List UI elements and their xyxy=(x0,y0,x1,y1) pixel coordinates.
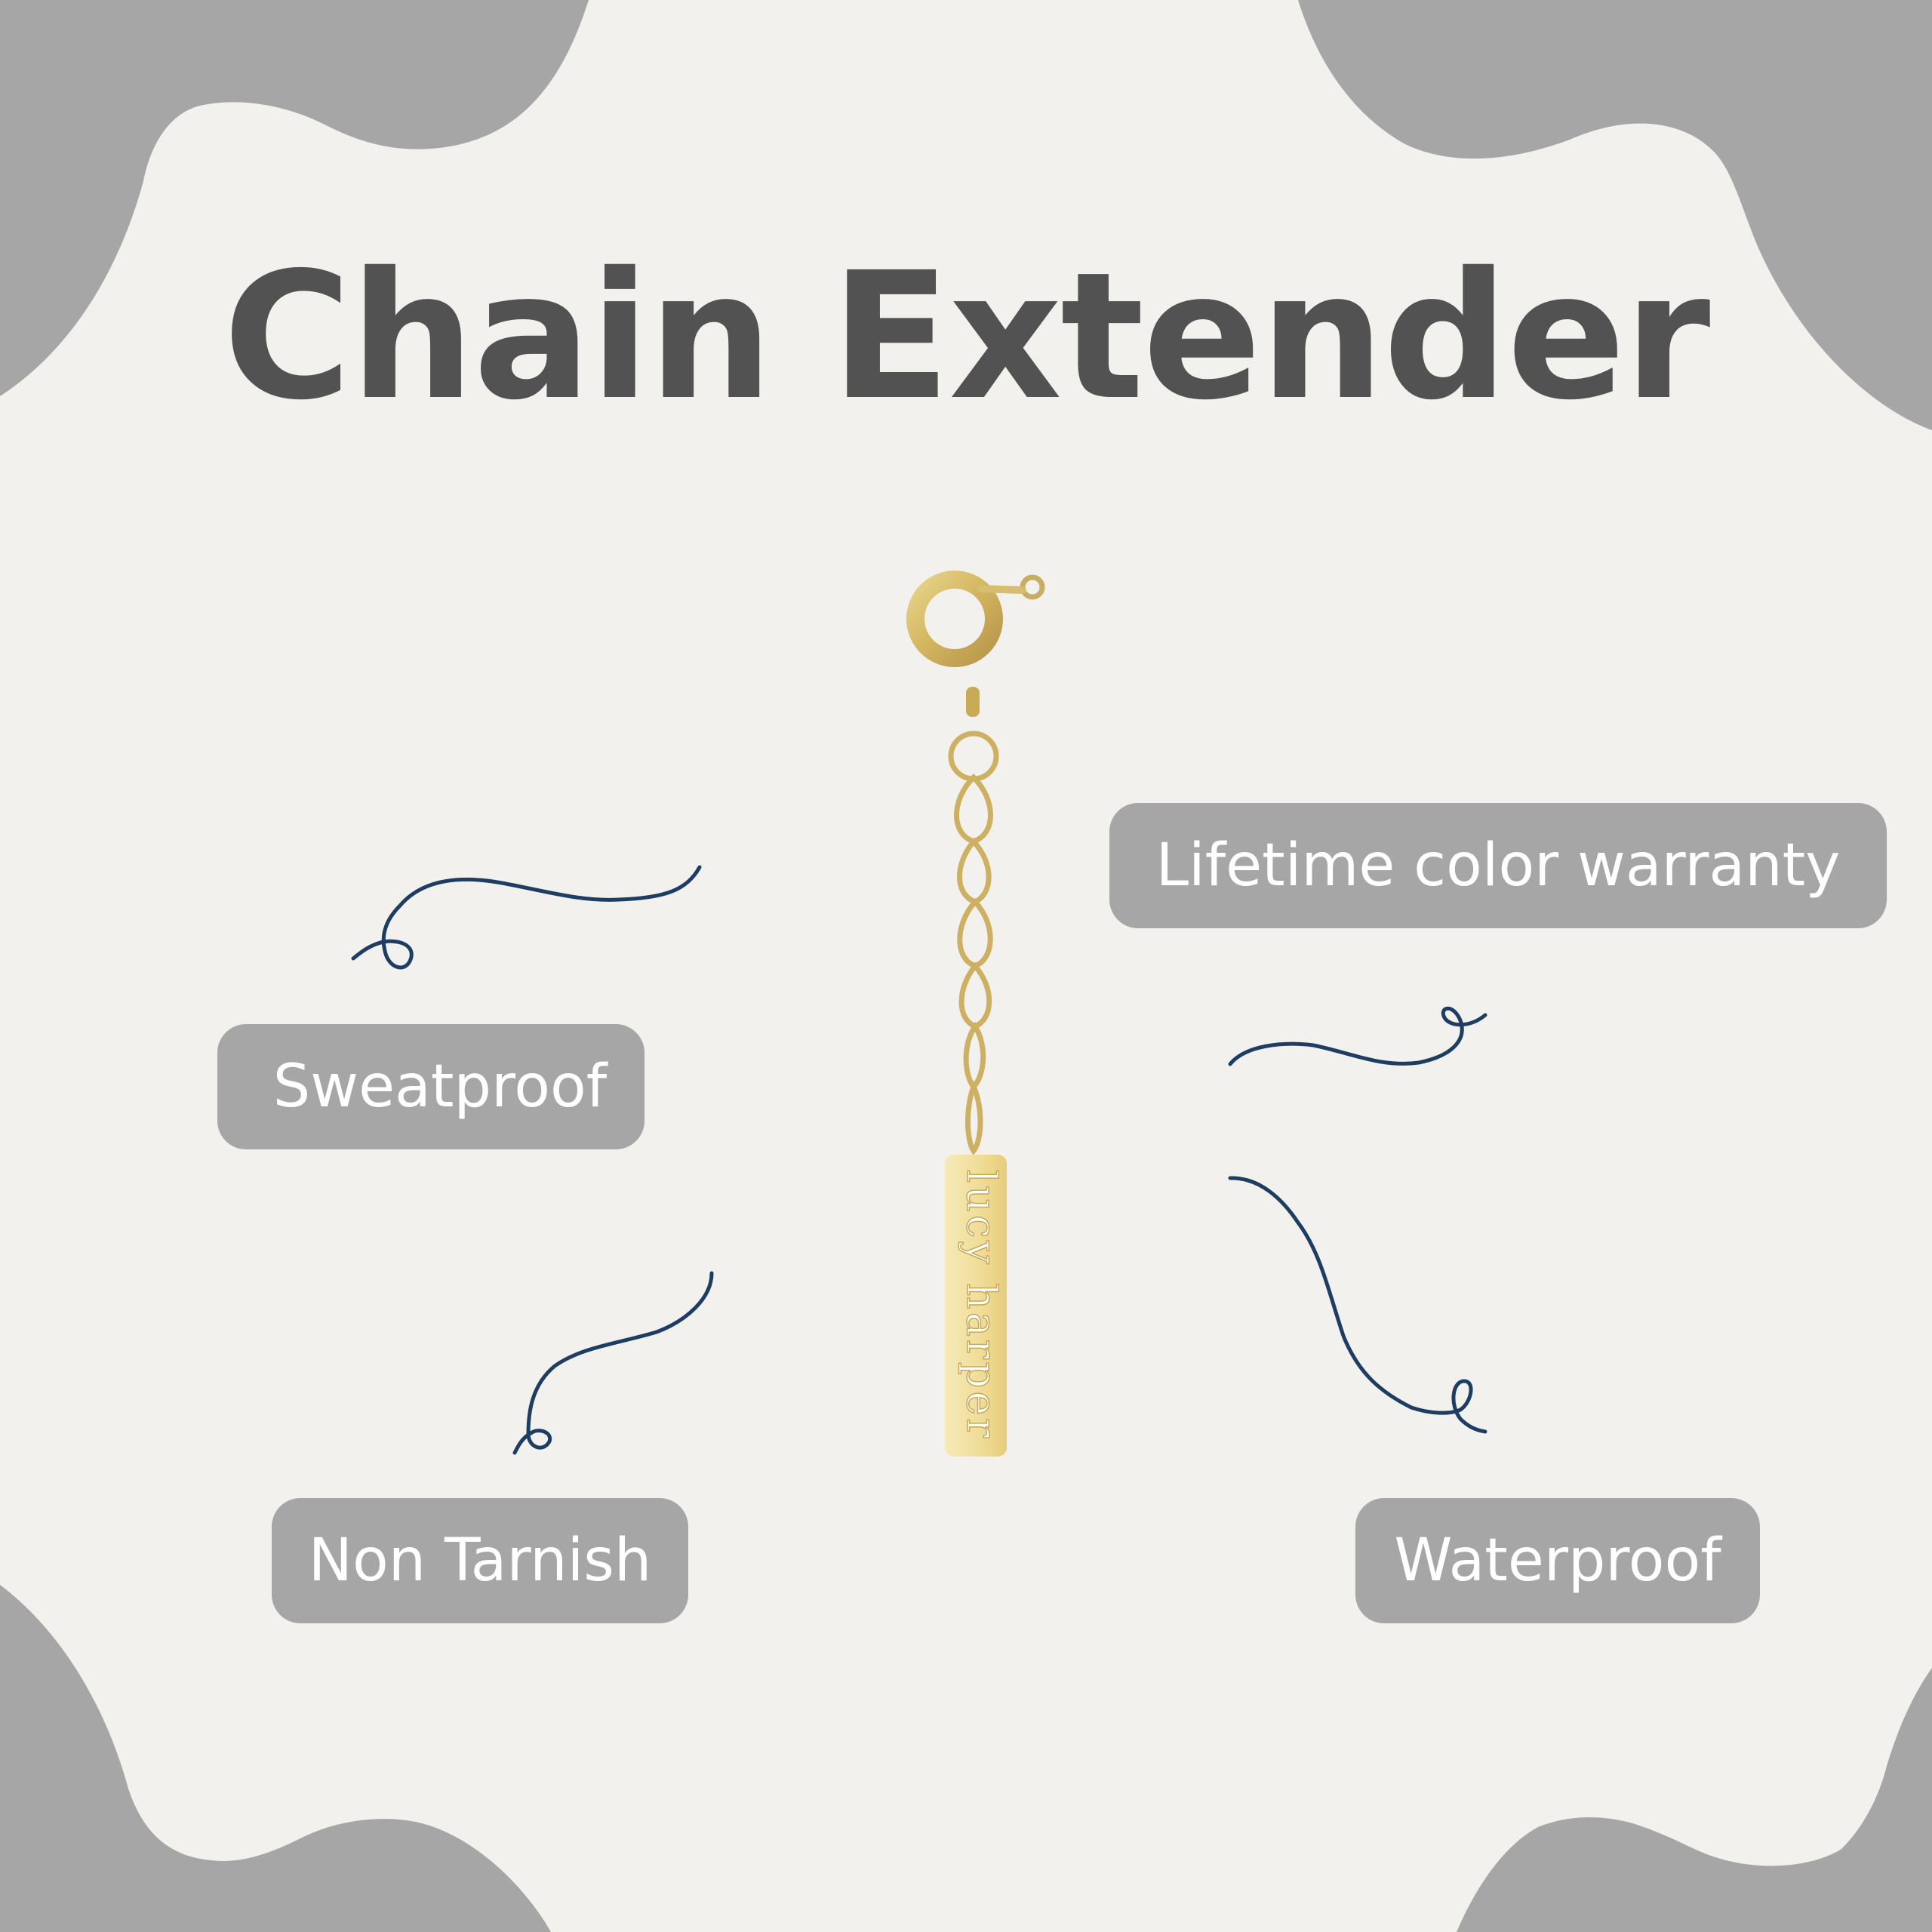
feature-badge-non-tarnish: Non Tarnish xyxy=(272,1498,688,1623)
page-title: Chain Extender xyxy=(223,235,1711,438)
feature-badge-lifetime-warranty: Lifetime color warranty xyxy=(1109,803,1887,928)
corner-blob-top-right xyxy=(1298,0,1932,430)
corner-blob-bottom-right xyxy=(1457,1668,1932,1932)
clasp-icon xyxy=(906,571,1045,717)
feature-label: Non Tarnish xyxy=(308,1527,652,1595)
chain-links-icon xyxy=(948,731,999,1155)
feature-badge-waterproof: Waterproof xyxy=(1355,1498,1760,1623)
tag-icon: lucy harper xyxy=(945,1155,1007,1457)
chain-extender-illustration: lucy harper xyxy=(906,571,1045,1457)
corner-blob-top-left xyxy=(0,0,589,396)
feature-label: Sweatproof xyxy=(272,1053,608,1121)
corner-blob-bottom-left xyxy=(0,1585,551,1932)
product-image: lucy harper xyxy=(860,543,1087,1464)
feature-badge-sweatproof: Sweatproof xyxy=(217,1024,645,1149)
tag-engraving: lucy harper xyxy=(958,1170,1005,1441)
feature-label: Waterproof xyxy=(1394,1527,1721,1595)
feature-label: Lifetime color warranty xyxy=(1155,832,1841,900)
